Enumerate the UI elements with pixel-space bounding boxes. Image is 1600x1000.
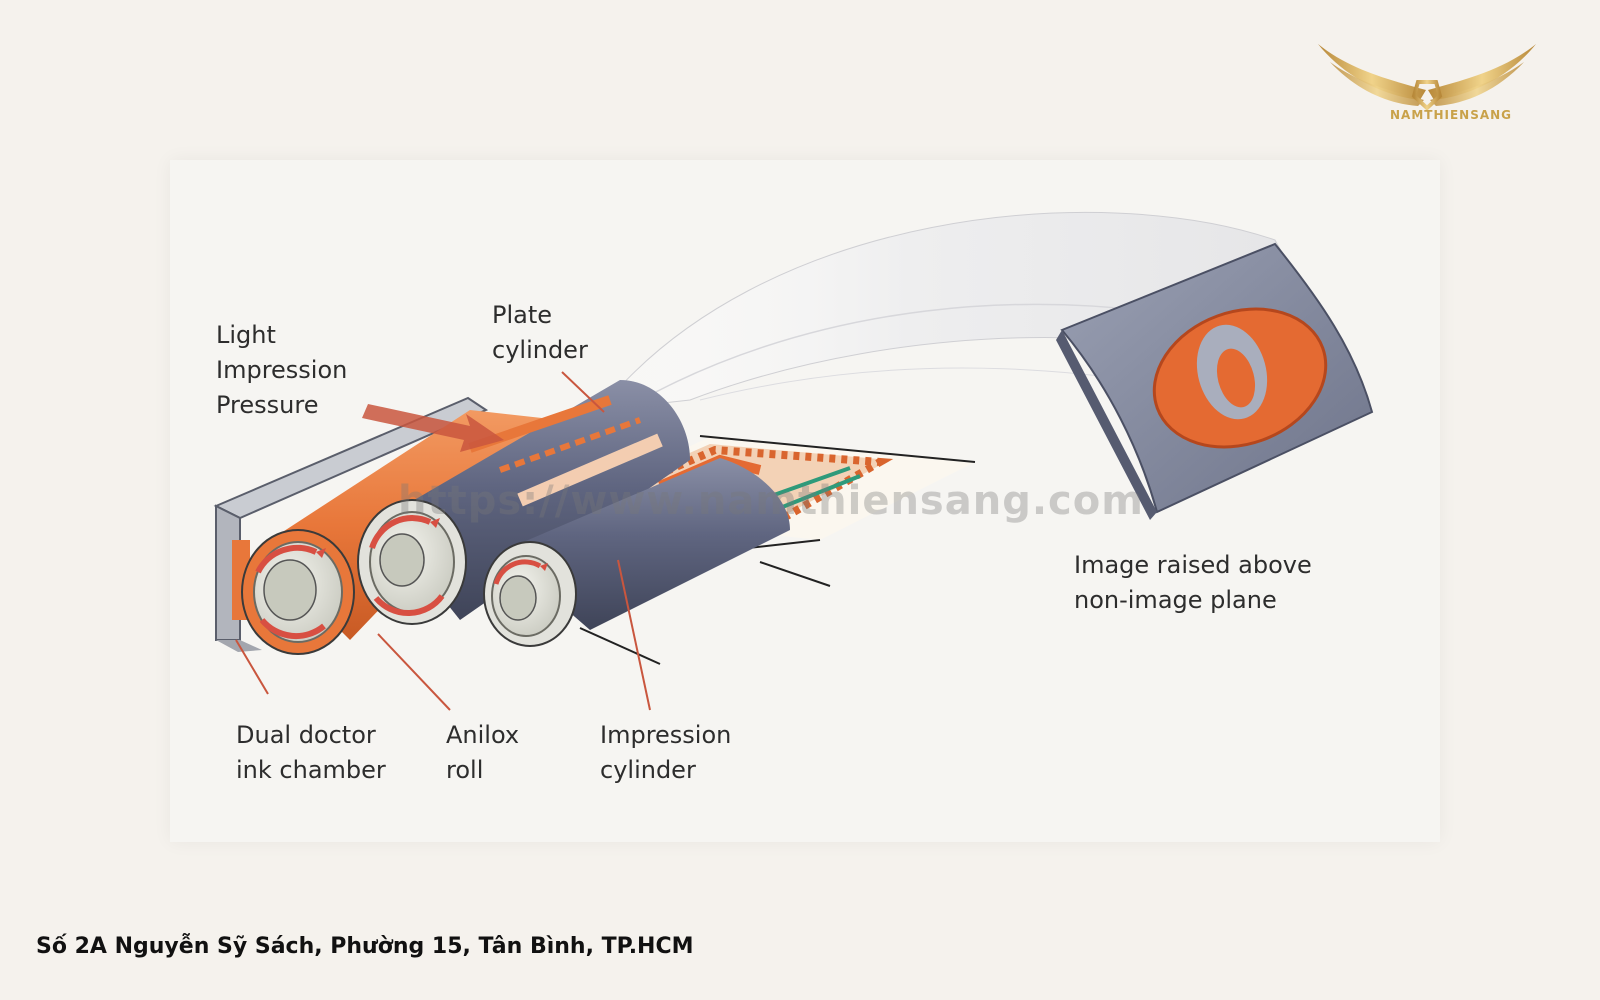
- impression-cylinder: [483, 458, 790, 647]
- label-image-raised: Image raised above non-image plane: [1074, 551, 1312, 614]
- pressure-arrow-icon: [362, 404, 504, 452]
- footer-address: Số 2A Nguyễn Sỹ Sách, Phường 15, Tân Bìn…: [36, 934, 694, 959]
- label-plate-cylinder: Plate cylinder: [492, 301, 588, 364]
- watermark-url: https://www.namthiensang.com: [398, 478, 1144, 524]
- leader-chamber: [235, 639, 269, 695]
- brand-name: NAMTHIENSANG: [1390, 108, 1513, 122]
- brand-logo-icon: [1318, 44, 1536, 111]
- label-dual-doctor: Dual doctor ink chamber: [236, 721, 386, 784]
- label-impression-cylinder: Impression cylinder: [600, 721, 732, 784]
- plate-cylinder: [357, 380, 690, 625]
- leader-anilox: [377, 633, 451, 711]
- label-anilox-roll: Anilox roll: [446, 721, 520, 784]
- raised-image-block: [1056, 242, 1374, 520]
- leader-impression: [617, 559, 651, 711]
- label-light-impression: Light Impression Pressure: [216, 321, 348, 419]
- leader-plate: [561, 371, 605, 413]
